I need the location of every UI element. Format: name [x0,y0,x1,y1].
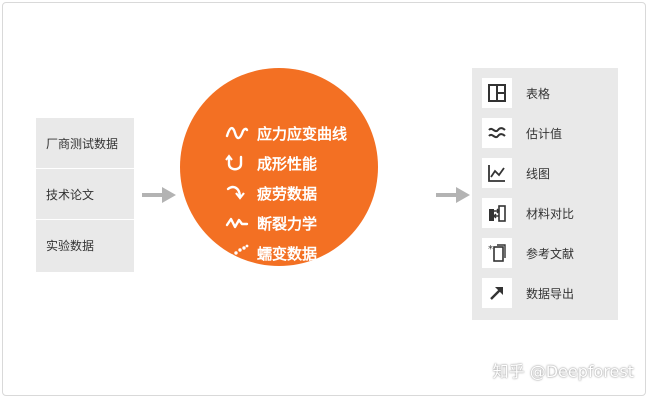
output-item: 数据导出 [482,278,612,308]
outputs-panel: 表格 估计值 线图 材料对比 [472,68,618,320]
hub-circle [180,68,378,266]
u-turn-curve-icon [225,154,243,171]
approx-equal-icon [482,118,512,148]
output-label: 数据导出 [526,286,575,301]
output-item: 线图 [482,158,612,188]
dotted-curve-icon [226,244,249,261]
hub-item: 蠕变数据 [225,238,395,268]
source-item: 实验数据 [36,220,134,271]
hub-item: 成形性能 [225,148,395,178]
output-label: 参考文献 [526,246,575,261]
output-item: 表格 [482,78,612,108]
output-label: 线图 [526,166,551,181]
output-item: 估计值 [482,118,612,148]
arrow-right-icon [436,187,470,203]
hub-item: 应力应变曲线 [225,118,395,148]
output-label: 表格 [526,86,551,101]
output-label: 材料对比 [526,206,575,221]
source-item: 技术论文 [36,169,134,220]
output-item: 材料对比 [482,198,612,228]
svg-text:*: * [488,244,493,255]
source-label: 技术论文 [46,187,95,202]
hub-label: 应力应变曲线 [257,124,348,143]
arrow-curve-icon [226,185,245,200]
hub-label: 断裂力学 [257,214,318,233]
hub-list: 应力应变曲线 成形性能 疲劳数据 断裂力学 蠕变数据 [225,118,395,268]
wave-curve-icon [225,126,249,140]
source-label: 厂商测试数据 [46,136,119,151]
hub-item: 疲劳数据 [225,178,395,208]
source-item: 厂商测试数据 [36,118,134,169]
table-grid-icon [482,78,512,108]
sources-panel: 厂商测试数据 技术论文 实验数据 [36,118,134,272]
output-item: * 参考文献 [482,238,612,268]
hub-item: 断裂力学 [225,208,395,238]
arrow-right-icon [142,187,176,203]
watermark: 知乎 @Deepforest [492,362,634,381]
output-label: 估计值 [526,126,563,141]
zigzag-icon [225,217,249,229]
reference-doc-icon: * [482,238,512,268]
compare-icon [482,198,512,228]
export-arrow-icon [482,278,512,308]
source-label: 实验数据 [46,239,95,253]
hub-label: 疲劳数据 [257,184,318,203]
line-chart-icon [482,158,512,188]
hub-label: 蠕变数据 [257,244,318,263]
hub-label: 成形性能 [257,154,318,173]
